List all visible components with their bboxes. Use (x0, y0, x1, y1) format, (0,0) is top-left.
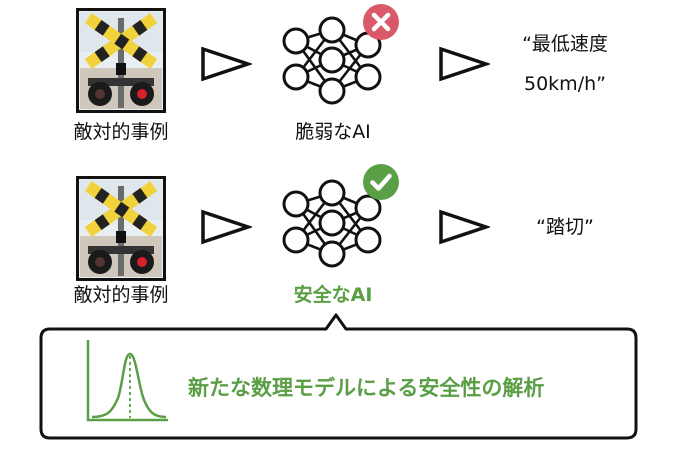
check-icon (363, 164, 399, 200)
output-prediction: “踏切” (505, 207, 625, 247)
row-vulnerable: 敵対的事例 脆弱なAI “最低速度 50km/h” (0, 0, 675, 150)
arrow-right-icon (439, 209, 490, 245)
neural-network-icon (282, 179, 382, 268)
output-line: “最低速度 (522, 33, 608, 55)
row-safe: 敵対的事例 安全なAI “踏切” (0, 160, 675, 310)
neural-network-icon (282, 16, 382, 105)
distribution-curve-icon (86, 340, 168, 422)
output-prediction: “最低速度 50km/h” (505, 24, 625, 104)
callout-text: 新たな数理モデルによる安全性の解析 (188, 376, 545, 400)
input-label: 敵対的事例 (73, 121, 169, 143)
model-label: 脆弱なAI (295, 121, 371, 143)
model-label: 安全なAI (293, 284, 373, 306)
x-icon (363, 4, 399, 40)
output-line: “踏切” (536, 216, 594, 238)
railroad-crossing-image (76, 176, 166, 281)
callout-box (39, 313, 638, 440)
output-line: 50km/h” (524, 73, 606, 95)
arrow-right-icon (439, 46, 490, 82)
arrow-right-icon (201, 46, 252, 82)
arrow-right-icon (201, 209, 252, 245)
input-label: 敵対的事例 (73, 284, 169, 306)
railroad-crossing-image (76, 8, 166, 113)
